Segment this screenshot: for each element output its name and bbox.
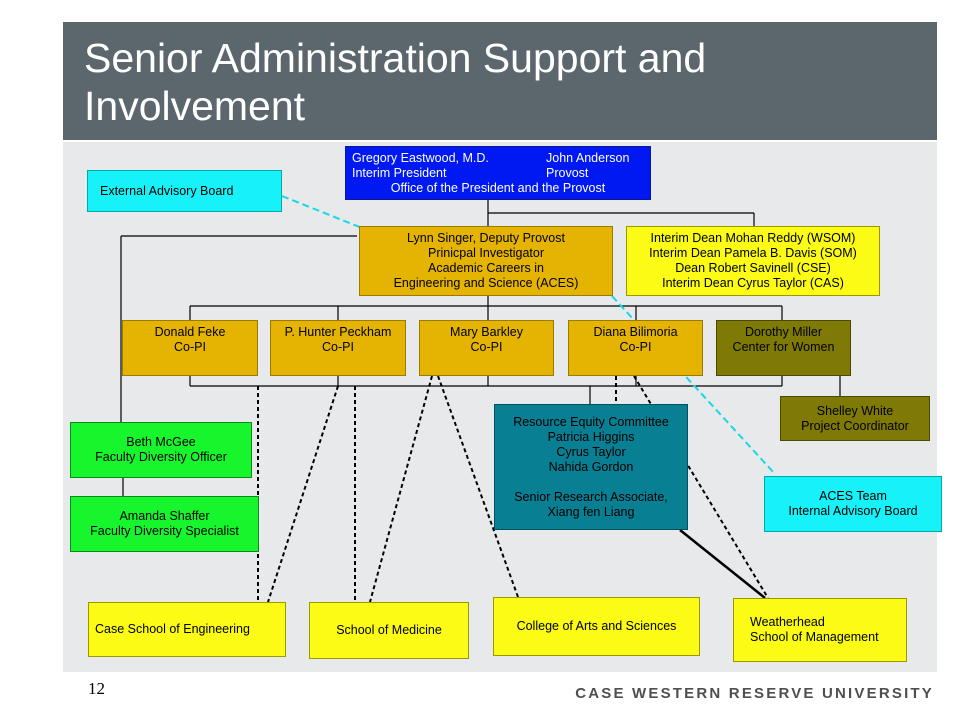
- slide-title: Senior Administration Support and Involv…: [84, 35, 707, 129]
- copi-role: Co-PI: [470, 340, 503, 354]
- school-label: Case School of Engineering: [95, 622, 250, 636]
- women-center-line: Dorothy Miller: [744, 325, 823, 339]
- diversity-specialist-box: Amanda Shaffer Faculty Diversity Special…: [70, 496, 259, 552]
- women-center-box: Dorothy Miller Center for Women: [716, 320, 851, 376]
- resource-line: Cyrus Taylor: [556, 444, 626, 459]
- specialist-line: Amanda Shaffer: [119, 509, 210, 523]
- school-weatherhead: Weatherhead School of Management: [733, 598, 907, 662]
- aces-line: Internal Advisory Board: [788, 504, 918, 518]
- resource-line: Resource Equity Committee: [513, 414, 669, 429]
- university-wordmark: CASE WESTERN RESERVE UNIVERSITY: [575, 685, 934, 702]
- page-number: 12: [88, 679, 105, 698]
- diversity-line: Beth McGee: [126, 435, 196, 449]
- copi-feke: Donald Feke Co-PI: [122, 320, 258, 376]
- copi-name: P. Hunter Peckham: [284, 325, 392, 339]
- copi-name: Donald Feke: [154, 325, 226, 339]
- deans-box: Interim Dean Mohan Reddy (WSOM) Interim …: [626, 226, 880, 296]
- copi-name: Diana Bilimoria: [593, 325, 678, 339]
- dean-line: Dean Robert Savinell (CSE): [675, 261, 831, 275]
- deputy-line: Lynn Singer, Deputy Provost: [407, 231, 565, 245]
- copi-role: Co-PI: [322, 340, 354, 354]
- school-engineering: Case School of Engineering: [88, 602, 286, 657]
- school-label: College of Arts and Sciences: [516, 619, 677, 633]
- copi-bilimoria: Diana Bilimoria Co-PI: [568, 320, 703, 376]
- provost-role: Provost: [546, 165, 589, 180]
- specialist-line: Faculty Diversity Specialist: [90, 524, 239, 538]
- school-label: Weatherhead: [750, 615, 825, 629]
- coordinator-line: Project Coordinator: [801, 418, 909, 433]
- women-center-line: Center for Women: [732, 340, 835, 354]
- provost-name: John Anderson: [546, 150, 630, 165]
- school-medicine: School of Medicine: [309, 602, 469, 659]
- copi-role: Co-PI: [174, 340, 206, 354]
- deputy-line: Academic Careers in: [427, 261, 544, 275]
- school-label: School of Management: [750, 630, 879, 644]
- coordinator-line: Shelley White: [816, 403, 894, 418]
- deputy-line: Prinicpal Investigator: [427, 246, 545, 260]
- dean-line: Interim Dean Cyrus Taylor (CAS): [662, 276, 844, 290]
- title-bar: [63, 22, 937, 140]
- copi-peckham: P. Hunter Peckham Co-PI: [270, 320, 406, 376]
- copi-name: Mary Barkley: [450, 325, 523, 339]
- deputy-line: Engineering and Science (ACES): [393, 276, 579, 290]
- external-advisory-board: External Advisory Board: [87, 170, 282, 212]
- copi-barkley: Mary Barkley Co-PI: [419, 320, 554, 376]
- link-peckham-medicine: [267, 385, 339, 603]
- title-separator: [63, 140, 937, 142]
- diversity-officer-box: Beth McGee Faculty Diversity Officer: [70, 422, 252, 478]
- resource-line: Xiang fen Liang: [547, 504, 635, 519]
- dean-line: Interim Dean Mohan Reddy (WSOM): [650, 231, 856, 245]
- resource-line: Patricia Higgins: [547, 429, 635, 444]
- resource-line: Senior Research Associate,: [514, 489, 668, 504]
- school-arts-sciences: College of Arts and Sciences: [493, 597, 700, 656]
- resource-line: Nahida Gordon: [548, 459, 634, 474]
- link-resource-weatherhead: [679, 529, 766, 599]
- office-label: Office of the President and the Provost: [390, 180, 606, 195]
- resource-equity-box: Resource Equity Committee Patricia Higgi…: [494, 404, 688, 530]
- copi-role: Co-PI: [619, 340, 652, 354]
- president-name: Gregory Eastwood, M.D.: [352, 150, 489, 165]
- diversity-line: Faculty Diversity Officer: [95, 450, 227, 464]
- aces-line: ACES Team: [819, 489, 887, 503]
- dean-line: Interim Dean Pamela B. Davis (SOM): [649, 246, 857, 260]
- link-barkley-medicine: [369, 375, 433, 603]
- president-provost-box: Gregory Eastwood, M.D. John Anderson Inte…: [345, 146, 651, 200]
- aces-team-box: ACES Team Internal Advisory Board: [764, 476, 942, 532]
- link-aces-team: [611, 295, 776, 475]
- project-coordinator-box: Shelley White Project Coordinator: [780, 396, 930, 441]
- president-role: Interim President: [352, 165, 447, 180]
- link-external-board: [281, 195, 363, 229]
- external-board-label: External Advisory Board: [100, 183, 234, 198]
- deputy-provost-box: Lynn Singer, Deputy Provost Prinicpal In…: [359, 226, 613, 296]
- school-label: School of Medicine: [336, 623, 442, 637]
